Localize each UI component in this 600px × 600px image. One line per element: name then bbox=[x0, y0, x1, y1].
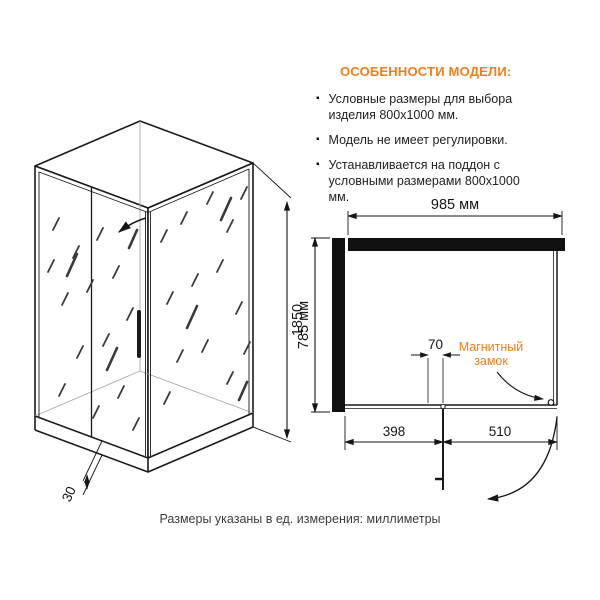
dim-985: 985 мм bbox=[347, 197, 563, 235]
enclosure-body bbox=[34, 120, 254, 459]
features-panel: ОСОБЕННОСТИ МОДЕЛИ: ▪ Условные размеры д… bbox=[316, 64, 572, 214]
lock-label-line1: Магнитный bbox=[459, 340, 524, 354]
glass-bottom bbox=[345, 404, 557, 409]
glass-door bbox=[90, 187, 147, 437]
dim-785-label: 785 мм bbox=[297, 301, 312, 349]
dim-985-label: 985 мм bbox=[431, 197, 479, 213]
dim-height-1850: 1850 bbox=[252, 162, 306, 443]
dim-398: 398 bbox=[344, 412, 444, 450]
lock-label-line2: замок bbox=[474, 354, 508, 368]
door-swing-arc bbox=[486, 416, 558, 502]
glass-right bbox=[553, 251, 558, 405]
features-list: ▪ Условные размеры для выбора изделия 80… bbox=[316, 91, 572, 205]
units-note: Размеры указаны в ед. измерения: миллиме… bbox=[159, 512, 441, 526]
dim-510-label: 510 bbox=[489, 424, 512, 439]
lock-circle bbox=[547, 399, 555, 406]
feature-item: ▪ Устанавливается на поддон с условными … bbox=[316, 157, 572, 205]
shower-tray bbox=[34, 413, 254, 473]
magnetic-lock-label: Магнитный замок bbox=[459, 340, 544, 401]
dim-70-label: 70 bbox=[428, 337, 443, 352]
feature-text: Условные размеры для выбора изделия 800x… bbox=[328, 92, 513, 122]
iso-drawing: 1850 30 bbox=[34, 120, 306, 504]
door-swing-arrow bbox=[117, 217, 147, 233]
bullet-icon: ▪ bbox=[316, 159, 320, 170]
features-title: ОСОБЕННОСТИ МОДЕЛИ: bbox=[340, 64, 512, 79]
dim-1850-label: 1850 bbox=[290, 304, 306, 336]
door-hinge bbox=[440, 403, 446, 410]
dim-30-label: 30 bbox=[59, 484, 79, 504]
glass-sparkles-right bbox=[160, 186, 251, 405]
dim-785: 785 мм bbox=[297, 237, 330, 413]
dim-510: 510 bbox=[442, 416, 558, 450]
dim-70: 70 bbox=[411, 337, 460, 403]
wall-left bbox=[332, 238, 345, 412]
glass-sparkles-left bbox=[47, 217, 140, 431]
bullet-icon: ▪ bbox=[316, 134, 320, 145]
bullet-icon: ▪ bbox=[316, 93, 320, 104]
frame-profiles bbox=[38, 168, 250, 456]
dim-base-30: 30 bbox=[59, 440, 103, 504]
wall-top bbox=[348, 238, 565, 251]
lock-arrow bbox=[496, 371, 544, 401]
feature-text: Устанавливается на поддон с условными ра… bbox=[328, 158, 520, 204]
dim-398-label: 398 bbox=[383, 424, 406, 439]
feature-item: ▪ Условные размеры для выбора изделия 80… bbox=[316, 91, 572, 123]
plan-drawing: 985 мм 785 мм 70 398 510 bbox=[297, 197, 565, 502]
feature-item: ▪ Модель не имеет регулировки. bbox=[316, 132, 572, 148]
door-open-line bbox=[435, 403, 446, 490]
feature-text: Модель не имеет регулировки. bbox=[328, 133, 508, 147]
